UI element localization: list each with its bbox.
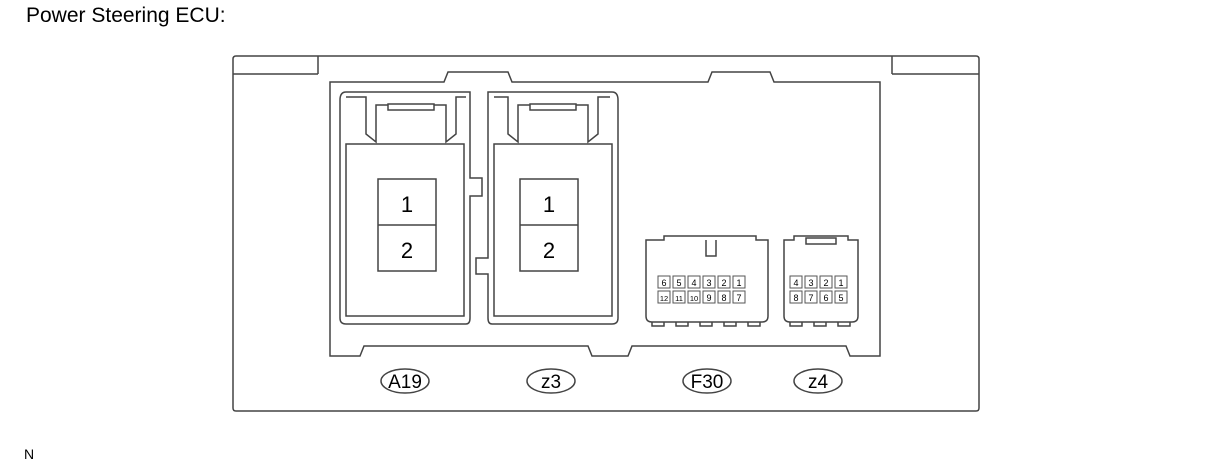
z4-pin-4: 4 bbox=[793, 278, 798, 288]
connector-z3: 1 2 bbox=[475, 91, 619, 325]
label-a19-text: A19 bbox=[388, 372, 422, 393]
footnote-marker: N bbox=[24, 446, 35, 462]
label-a19: A19 bbox=[380, 368, 430, 394]
a19-pin-1: 1 bbox=[401, 192, 413, 217]
connector-panel bbox=[329, 71, 881, 357]
z4-pin-6: 6 bbox=[823, 293, 828, 303]
z4-pin-grid: 4 3 2 1 8 7 6 5 bbox=[789, 275, 848, 304]
connector-f30: 6 5 4 3 2 1 12 11 10 9 8 7 bbox=[645, 235, 769, 327]
page-title: Power Steering ECU: bbox=[26, 4, 226, 27]
label-z4: z4 bbox=[793, 368, 843, 394]
f30-pin-8: 8 bbox=[721, 293, 726, 303]
f30-pin-11: 11 bbox=[675, 294, 683, 303]
label-z3-text: z3 bbox=[541, 372, 561, 393]
z4-pin-7: 7 bbox=[808, 293, 813, 303]
label-f30: F30 bbox=[682, 368, 732, 394]
f30-pin-7: 7 bbox=[736, 293, 741, 303]
label-z4-text: z4 bbox=[808, 372, 829, 393]
f30-pin-3: 3 bbox=[706, 278, 711, 288]
connector-z4: 4 3 2 1 8 7 6 5 bbox=[783, 235, 859, 327]
f30-pin-9: 9 bbox=[706, 293, 711, 303]
z3-pin-2: 2 bbox=[543, 238, 555, 263]
f30-pin-5: 5 bbox=[676, 278, 681, 288]
z4-pin-3: 3 bbox=[808, 278, 813, 288]
f30-pin-4: 4 bbox=[691, 278, 696, 288]
f30-pin-6: 6 bbox=[661, 278, 666, 288]
f30-pin-12: 12 bbox=[660, 294, 668, 303]
z4-pin-8: 8 bbox=[793, 293, 798, 303]
f30-pin-2: 2 bbox=[721, 278, 726, 288]
z4-pin-5: 5 bbox=[838, 293, 843, 303]
label-f30-text: F30 bbox=[691, 372, 724, 393]
f30-pin-grid: 6 5 4 3 2 1 12 11 10 9 8 7 bbox=[657, 275, 746, 304]
connector-a19: 1 2 bbox=[339, 91, 483, 325]
label-z3: z3 bbox=[526, 368, 576, 394]
f30-pin-1: 1 bbox=[736, 278, 741, 288]
a19-pin-2: 2 bbox=[401, 238, 413, 263]
z3-pin-1: 1 bbox=[543, 192, 555, 217]
z4-pin-2: 2 bbox=[823, 278, 828, 288]
f30-pin-10: 10 bbox=[690, 294, 698, 303]
z4-pin-1: 1 bbox=[838, 278, 843, 288]
